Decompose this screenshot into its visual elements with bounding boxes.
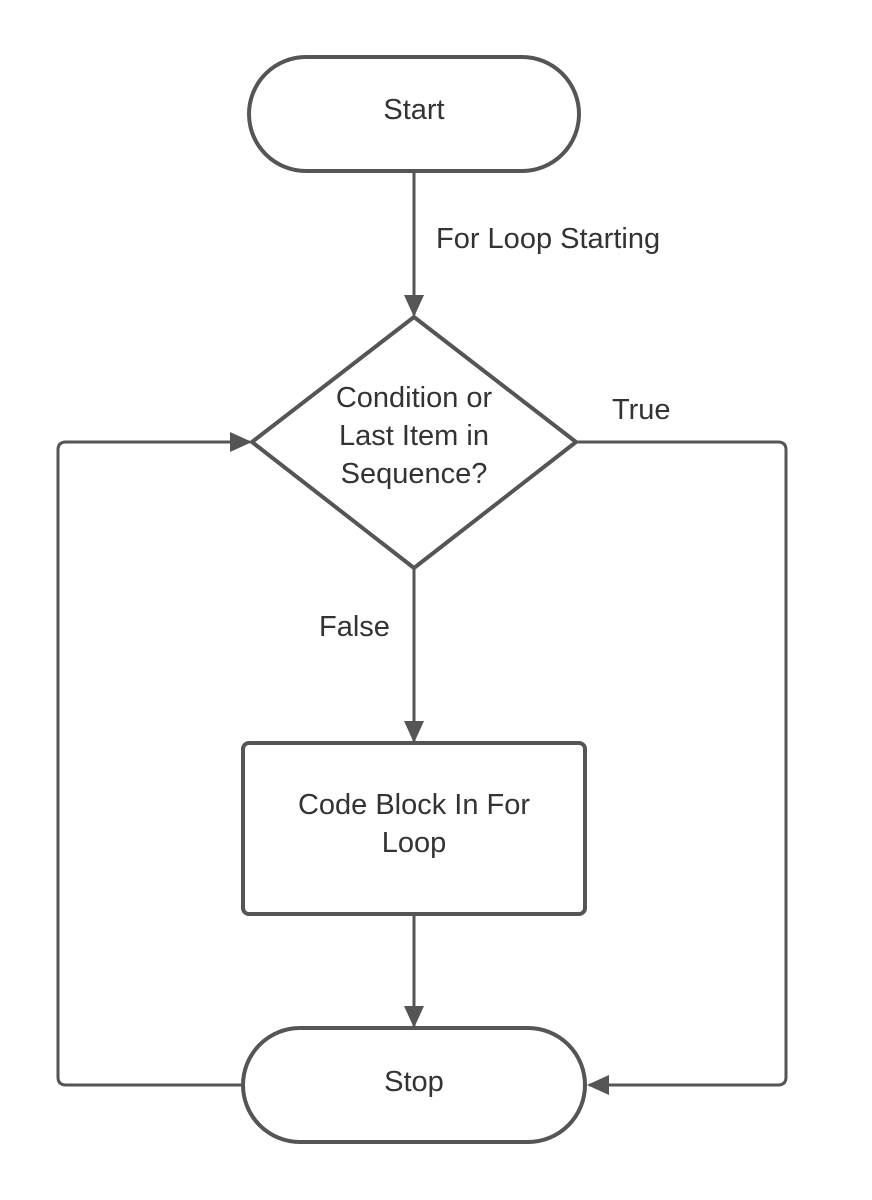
code-block-label-line-1: Code Block In For [297, 789, 531, 821]
edge-label-true: True [612, 394, 671, 426]
edge-stop-loop-back [56, 432, 252, 1087]
edge-condition-true [576, 440, 788, 1095]
code-block-label-line-2: Loop [381, 827, 447, 859]
stop-label: Stop [384, 1066, 444, 1098]
start-label: Start [383, 94, 445, 126]
condition-label: Condition or Last Item in Sequence? [272, 379, 556, 493]
edge-label-false: False [319, 611, 390, 643]
condition-label-line-2: Last Item in [339, 420, 489, 452]
condition-label-line-1: Condition or [335, 382, 493, 414]
condition-label-line-3: Sequence? [340, 458, 488, 490]
code-block-label: Code Block In For Loop [253, 786, 575, 862]
edge-label-for-loop-starting: For Loop Starting [436, 223, 661, 255]
